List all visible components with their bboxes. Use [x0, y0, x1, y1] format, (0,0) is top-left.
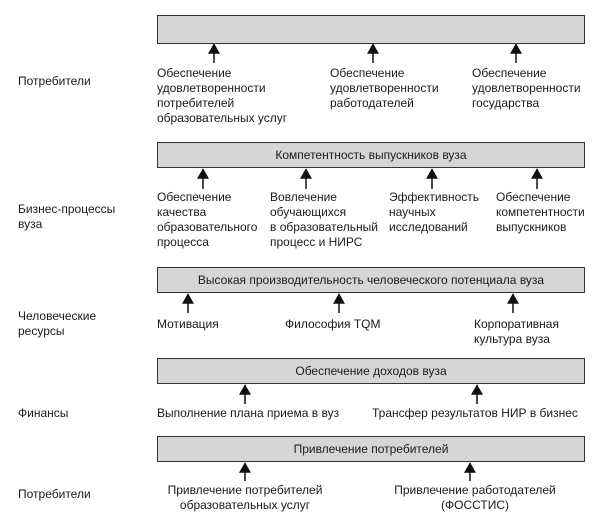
item-research-transfer: Трансфер результатов НИР в бизнес	[372, 406, 578, 420]
item-research-efficiency: Эффективность научных исследований	[389, 190, 480, 234]
item-student-involvement: Вовлечение обучающихся в образовательный…	[270, 190, 379, 249]
item-attract-employers: Привлечение работодателей (ФОССТИС)	[394, 483, 556, 512]
row-label-business-processes: Бизнес-процессы вуза	[18, 202, 116, 231]
item-corporate-culture: Корпоративная культура вуза	[474, 317, 559, 346]
goal-box-human-potential: Высокая производительность человеческого…	[157, 267, 585, 293]
item-attract-students: Привлечение потребителей образовательных…	[167, 483, 323, 512]
item-tqm-philosophy: Философия TQM	[285, 317, 381, 331]
goal-box-income: Обеспечение доходов вуза	[157, 358, 585, 384]
item-motivation: Мотивация	[157, 317, 219, 331]
item-education-quality: Обеспечение качества образовательного пр…	[157, 190, 258, 249]
goal-box-attract-consumers: Привлечение потребителей	[157, 436, 585, 462]
item-graduate-competence: Обеспечение компетентности выпускников	[496, 190, 585, 234]
row-label-human-resources: Человеческие ресурсы	[18, 309, 97, 338]
item-state-satisfaction: Обеспечение удовлетворенности государств…	[472, 66, 581, 110]
row-label-consumers: Потребители	[18, 74, 91, 88]
goal-box-top	[157, 15, 585, 44]
goal-box-graduate-competence: Компетентность выпускников вуза	[157, 142, 585, 168]
row-label-consumers-bottom: Потребители	[18, 487, 91, 501]
item-employer-satisfaction: Обеспечение удовлетворенности работодате…	[330, 66, 439, 110]
item-admission-plan: Выполнение плана приема в вуз	[157, 406, 340, 420]
row-label-finance: Финансы	[18, 406, 69, 420]
item-consumer-satisfaction: Обеспечение удовлетворенности потребител…	[157, 66, 288, 125]
